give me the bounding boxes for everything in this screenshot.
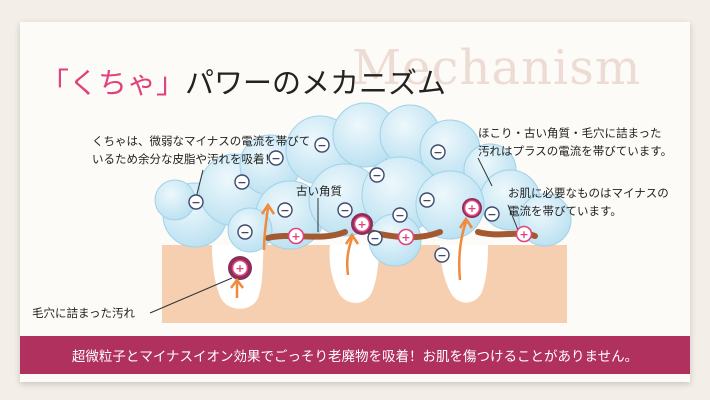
note-skin-negative: お肌に必要なものはマイナスの 電流を帯びています。 — [508, 184, 669, 220]
title-open-bracket: 「 — [40, 66, 70, 100]
minus-ion-marker: − — [237, 224, 253, 240]
svg-text:−: − — [271, 152, 280, 165]
leader-lines — [149, 157, 519, 314]
minus-ion-marker: − — [430, 144, 446, 160]
summary-banner-text: 超微粒子とマイナスイオン効果でごっそり老廃物を吸着！お肌を傷つけることがありませ… — [71, 349, 639, 365]
minus-ions: − − − − − − − − − − − − − − — [188, 137, 500, 263]
arrow-head — [260, 202, 276, 215]
plus-charge-marker: + — [515, 225, 533, 243]
note-kucha-negative: くちゃは、微弱なマイナスの電流を帯びて いるため余分な皮脂や汚れを吸着！ — [92, 132, 310, 168]
svg-text:−: − — [191, 196, 200, 209]
note-line: くちゃは、微弱なマイナスの電流を帯びて — [92, 134, 311, 148]
note-line: お肌に必要なものはマイナスの — [508, 186, 669, 200]
svg-text:−: − — [487, 208, 496, 221]
svg-text:+: + — [235, 262, 244, 275]
page-title: 「くちゃ」パワーのメカニズム — [40, 60, 446, 102]
svg-text:−: − — [240, 226, 249, 239]
svg-text:+: + — [519, 228, 528, 241]
plus-charge-marker: + — [231, 259, 249, 277]
label-pore-dirt: 毛穴に詰まった汚れ — [32, 306, 136, 320]
lift-arrows — [230, 202, 474, 298]
svg-text:+: + — [357, 218, 366, 231]
arrow-head — [458, 216, 474, 229]
svg-text:−: − — [370, 232, 379, 245]
note-line: いるため余分な皮脂や汚れを吸着！ — [92, 152, 276, 166]
note-dirt-positive: ほこり・古い角質・毛穴に詰まった 汚れはプラスの電流を帯びています。 — [478, 124, 672, 160]
minus-ion-marker: − — [268, 150, 284, 166]
arrow-head — [344, 232, 360, 245]
minus-ion-marker: − — [369, 167, 385, 183]
svg-text:−: − — [395, 209, 404, 222]
svg-text:−: − — [422, 194, 431, 207]
note-line: ほこり・古い角質・毛穴に詰まった — [478, 126, 662, 140]
svg-text:−: − — [372, 169, 381, 182]
svg-text:−: − — [437, 249, 446, 262]
arrow-head — [230, 277, 244, 289]
svg-text:−: − — [237, 176, 246, 189]
minus-ion-marker: − — [277, 202, 293, 218]
svg-text:+: + — [467, 202, 476, 215]
plus-charge-marker: + — [353, 215, 371, 233]
svg-text:+: + — [291, 230, 300, 243]
minus-ion-marker: − — [314, 137, 330, 153]
note-line: 汚れはプラスの電流を帯びています。 — [478, 144, 673, 158]
label-old-keratin: 古い角質 — [296, 184, 342, 198]
arrow — [262, 207, 270, 251]
title-highlight: くちゃ — [69, 66, 157, 100]
summary-banner: 超微粒子とマイナスイオン効果でごっそり老廃物を吸着！お肌を傷つけることがありませ… — [20, 336, 690, 374]
minus-ion-marker: − — [188, 194, 204, 210]
plus-charge-marker: + — [463, 199, 481, 217]
arrow — [345, 237, 354, 276]
plus-charge-marker: + — [287, 227, 305, 245]
foam-bubbles — [154, 102, 572, 267]
minus-ion-marker: − — [484, 206, 500, 222]
title-rest: パワーのメカニズム — [185, 66, 447, 100]
svg-text:−: − — [317, 139, 326, 152]
minus-ion-marker: − — [434, 247, 450, 263]
arrow — [458, 221, 468, 281]
skin-layer — [162, 245, 567, 323]
plus-charges: + + + + + + — [231, 199, 533, 277]
minus-ion-marker: − — [337, 202, 353, 218]
minus-ion-marker: − — [234, 174, 250, 190]
title-close-bracket: 」 — [156, 66, 186, 100]
svg-text:−: − — [280, 204, 289, 217]
minus-ion-marker: − — [419, 192, 435, 208]
svg-text:−: − — [433, 146, 442, 159]
minus-ion-marker: − — [392, 207, 408, 223]
note-line: 電流を帯びています。 — [508, 204, 622, 218]
plus-charge-marker: + — [397, 228, 415, 246]
svg-text:+: + — [401, 231, 410, 244]
background-watermark-word: Mechanism — [352, 40, 642, 96]
svg-text:−: − — [340, 204, 349, 217]
minus-ion-marker: − — [367, 230, 383, 246]
